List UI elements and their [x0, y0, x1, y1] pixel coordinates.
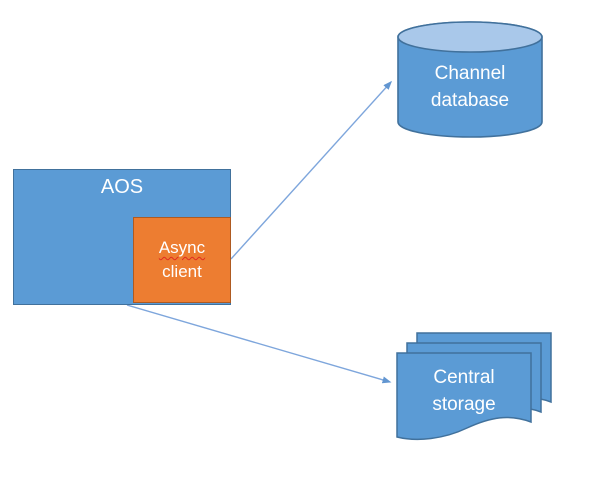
channel-database-cylinder [397, 21, 543, 138]
async-client-node: Async client [133, 217, 231, 303]
channel-database-label-line2: database [430, 90, 510, 111]
document-front [396, 352, 532, 441]
central-storage-label-line1: Central [433, 367, 495, 388]
arrow-async-client-to-channel-database [230, 80, 393, 260]
async-client-label-line1: Async [158, 238, 206, 257]
central-storage-label: Central storage [397, 364, 531, 418]
channel-database-label: Channel database [398, 60, 542, 114]
cylinder-top [397, 21, 543, 53]
central-storage-label-line2: storage [432, 394, 496, 415]
channel-database-label-line1: Channel [434, 63, 506, 84]
async-client-label: Async client [159, 236, 205, 284]
aos-label: AOS [100, 176, 144, 198]
arrow-aos-to-central-storage [126, 304, 392, 384]
central-storage-multidocument [396, 332, 552, 441]
async-client-label-line2: client [162, 262, 202, 281]
